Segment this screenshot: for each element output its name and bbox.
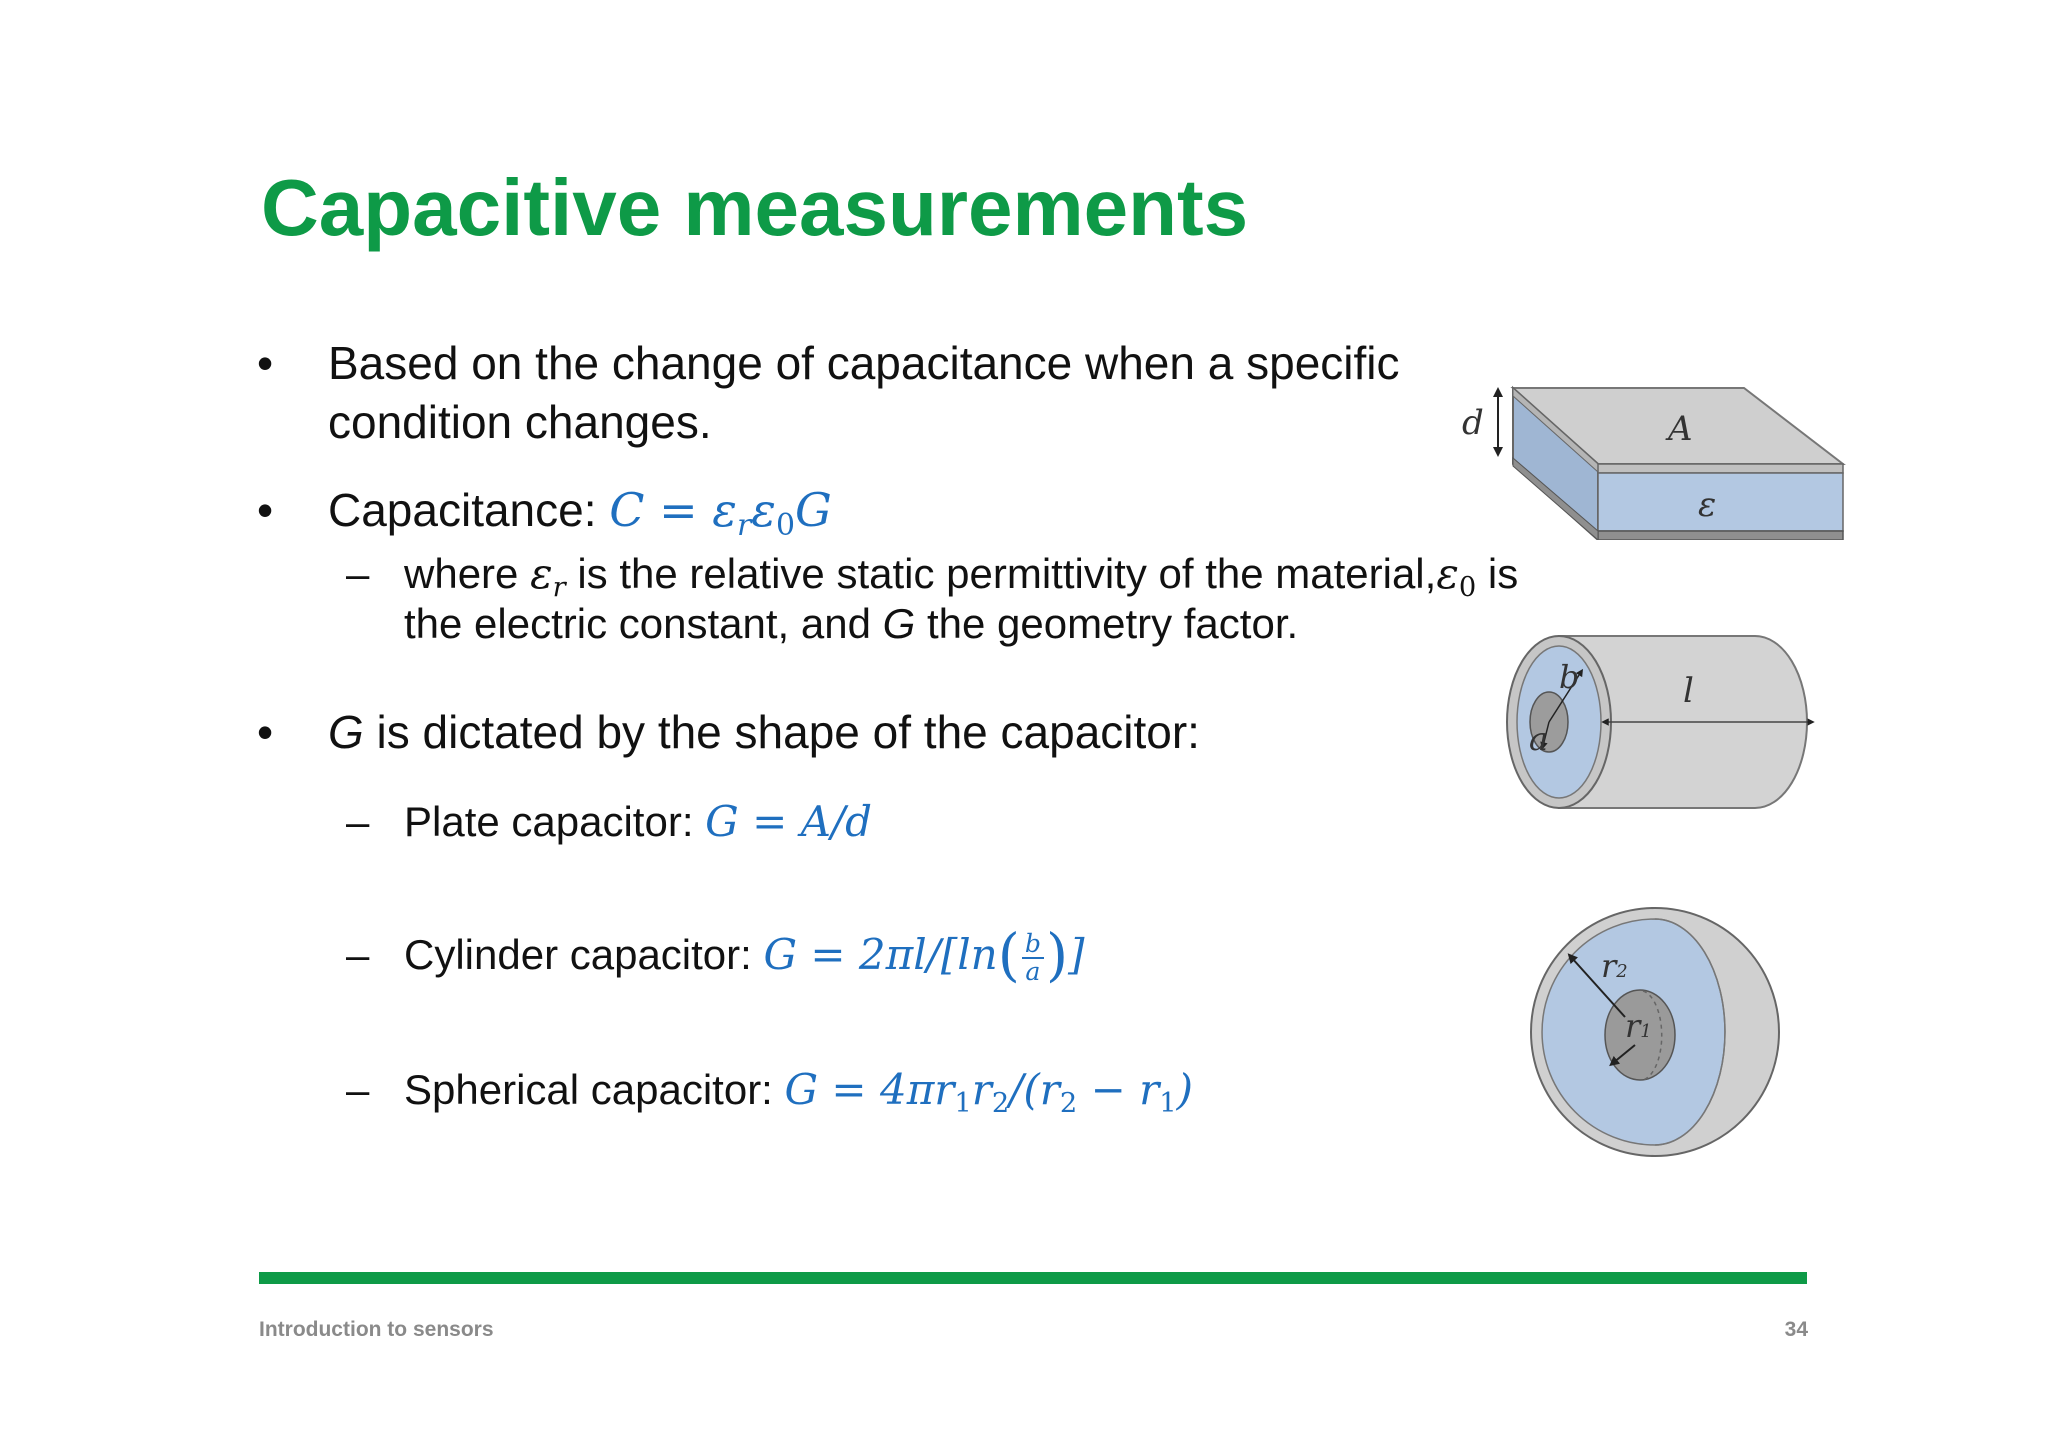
capacitance-label: Capacitance: (328, 484, 610, 536)
label-a: a (1529, 720, 1548, 758)
capacitance-formula: C = εrε0G (609, 483, 832, 543)
bullet-1-line-1: Based on the change of capacitance when … (328, 337, 1400, 389)
sub-bullet-marker: – (346, 798, 370, 845)
bullet-marker: • (257, 706, 274, 758)
spherical-formula: G = 4πr1r2/(r2 − r1) (784, 1065, 1193, 1120)
slide-title: Capacitive measurements (261, 163, 1249, 252)
footer-divider (259, 1272, 1807, 1284)
page-number: 34 (1784, 1318, 1808, 1341)
plate-top-electrode (1597, 463, 1844, 474)
label-A: A (1665, 409, 1693, 449)
bullet-marker: • (257, 337, 274, 389)
bullet-marker: • (257, 484, 274, 536)
sub-bullet-marker: – (346, 550, 370, 597)
label-l: l (1683, 671, 1694, 711)
label-d: d (1462, 403, 1484, 443)
label-r2: r2 (1601, 947, 1628, 985)
footer-course-name: Introduction to sensors (259, 1318, 494, 1341)
label-b: b (1559, 658, 1579, 696)
cylinder-capacitor-diagram: b a l (1506, 635, 1815, 809)
plate-bottom-electrode (1597, 530, 1844, 540)
sub-bullet-marker: – (346, 1066, 370, 1113)
bullet-2-capacitance: Capacitance: C = εrε0G (328, 480, 832, 540)
bullet-3-geometry: G is dictated by the shape of the capaci… (328, 706, 1200, 758)
spherical-capacitor-diagram: r2 r1 (1530, 907, 1780, 1157)
plate-dielectric (1597, 472, 1844, 532)
permittivity-line-2: the electric constant, and G the geometr… (404, 600, 1299, 647)
sphere-inner-conductor (1604, 989, 1676, 1081)
label-epsilon: ε (1698, 485, 1716, 525)
permittivity-line-1: where εr is the relative static permitti… (404, 549, 1519, 604)
plate-formula: G = A/d (705, 797, 872, 846)
plate-capacitor-diagram: d A ε (1462, 385, 1846, 540)
label-r1: r1 (1625, 1007, 1652, 1045)
spherical-capacitor-item: Spherical capacitor: G = 4πr1r2/(r2 − r1… (404, 1065, 1193, 1120)
sub-bullet-marker: – (346, 931, 370, 978)
bullet-1-line-2: condition changes. (328, 396, 712, 448)
plate-capacitor-item: Plate capacitor: G = A/d (404, 797, 872, 846)
